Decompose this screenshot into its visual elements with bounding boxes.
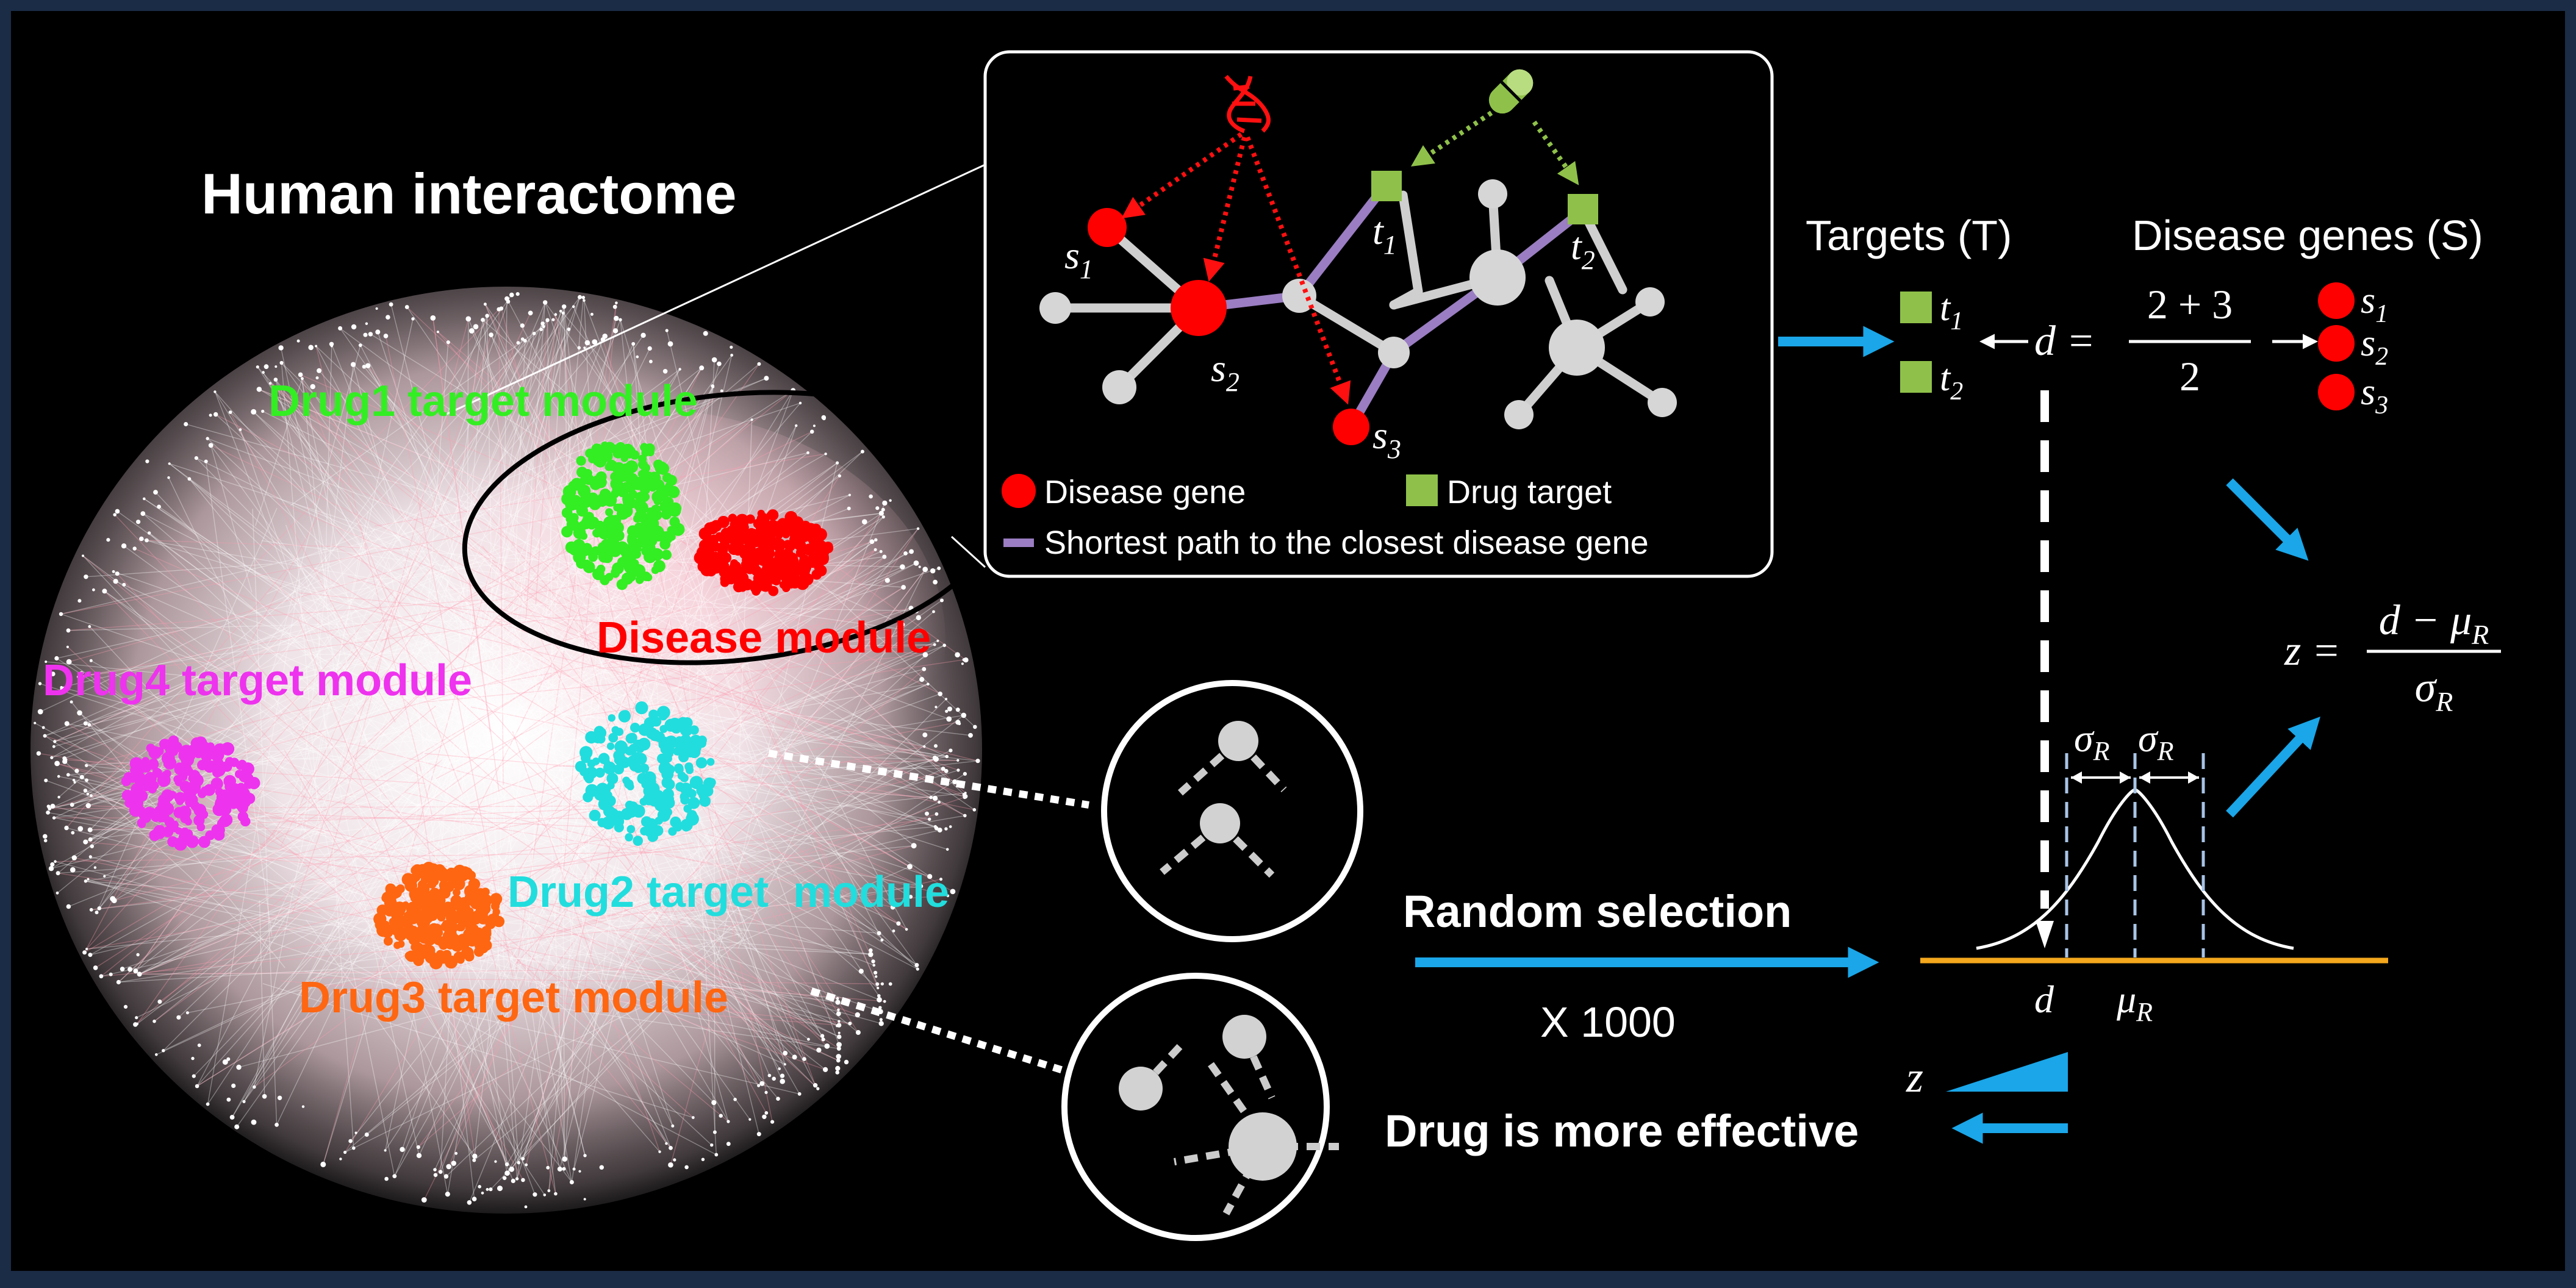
sigma-left-label: σR (2074, 717, 2110, 766)
inset-drug-target-t2 (1568, 194, 1598, 224)
inset-disease-gene-s3 (1333, 409, 1369, 445)
drug3-module-label: Drug3 target module (299, 973, 728, 1022)
interactome-title: Human interactome (201, 162, 737, 226)
inset-disease-gene-s1 (1088, 208, 1127, 247)
zoom-dotted-line-1 (768, 750, 1089, 809)
network-edges (34, 295, 978, 1203)
inset-grey-nodes (1039, 179, 1677, 429)
zoom-circle-sparse (1101, 680, 1363, 942)
targets-header: Targets (T) (1806, 212, 2012, 259)
sigma-right-label: σR (2138, 717, 2174, 766)
target-t2-label: t2 (1940, 357, 1963, 406)
target-t1-label: t1 (1940, 287, 1963, 335)
inset-label-t2: t2 (1571, 224, 1595, 275)
axis-d-label: d (2034, 978, 2054, 1021)
distance-formula-numerator: 2 + 3 (2147, 281, 2233, 327)
target-t1-marker (1900, 292, 1932, 323)
interactome-network (30, 287, 982, 1214)
target-t2-marker (1900, 361, 1932, 393)
axis-mu-label: μR (2116, 978, 2153, 1027)
gene-s3-label: s3 (2361, 371, 2388, 420)
inset-label-s2: s2 (1211, 346, 1240, 397)
arrow-to-z-formula-top (2226, 478, 2309, 561)
arrow-to-z-formula-bottom (2226, 717, 2320, 818)
z-wedge (1946, 1052, 2068, 1092)
network-rim-nodes (34, 292, 980, 1209)
zoom-dotted-line-2 (810, 987, 1093, 1083)
drug1-module-label: Drug1 target module (268, 377, 698, 426)
random-selection-label: Random selection (1403, 886, 1792, 937)
repeat-label: X 1000 (1540, 998, 1676, 1046)
inset-panel: s1 s2 s3 t1 t2 Disease gene Drug target … (983, 50, 1774, 578)
legend-disease-gene-marker (1002, 474, 1036, 508)
zoom-line-top (445, 163, 986, 416)
conclusion-label: Drug is more effective (1385, 1106, 1859, 1156)
gene-s1-marker (2318, 282, 2355, 319)
distance-formula-denominator: 2 (2180, 353, 2200, 399)
distance-formula-lhs: d = (2034, 318, 2106, 365)
pill-icon (1488, 69, 1534, 114)
gene-s3-marker (2318, 374, 2355, 410)
inset-disease-gene-s2 (1171, 280, 1227, 336)
inset-label-s3: s3 (1372, 413, 1401, 464)
gene-s2-label: s2 (2361, 323, 2388, 371)
zoom-circle-dense (1061, 973, 1339, 1241)
dna-icon (1224, 74, 1271, 134)
gene-s1-label: s1 (2361, 280, 2388, 328)
z-formula-numerator: d − μR (2379, 597, 2489, 650)
inset-label-s1: s1 (1064, 234, 1093, 284)
disease-genes-header: Disease genes (S) (2132, 212, 2483, 259)
disease-module-label: Disease module (597, 614, 931, 662)
inset-label-t1: t1 (1372, 209, 1397, 260)
legend-drug-target: Drug target (1447, 474, 1612, 510)
inset-drug-target-t1 (1371, 171, 1402, 201)
legend-drug-target-marker (1406, 474, 1438, 506)
z-wedge-label: z (1906, 1053, 1923, 1101)
gene-s2-marker (2318, 325, 2355, 362)
legend-shortest-path: Shortest path to the closest disease gen… (1044, 524, 1649, 561)
z-formula-lhs: z = (2284, 628, 2351, 674)
drug2-module-label: Drug2 target module (508, 868, 949, 917)
zoom-line-bottom (950, 535, 986, 568)
module-node-clusters (121, 441, 834, 970)
drug4-module-label: Drug4 target module (43, 656, 472, 705)
d-dashed-arrowhead (2036, 921, 2054, 948)
legend-disease-gene: Disease gene (1044, 474, 1246, 510)
random-distribution (1920, 753, 2388, 964)
z-formula-denominator: σR (2415, 664, 2453, 717)
